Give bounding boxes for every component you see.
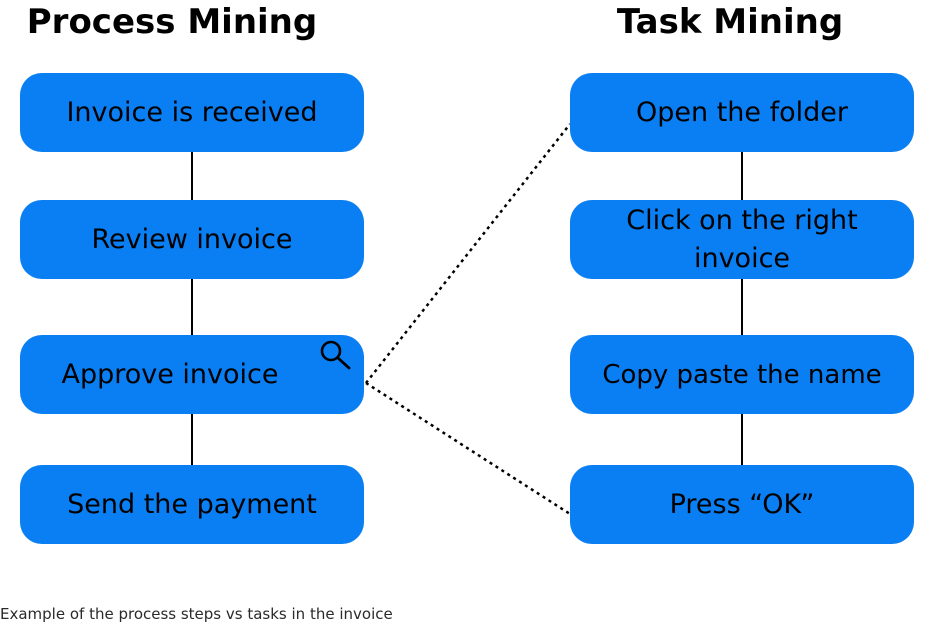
search-icon [320,340,351,370]
process-step-label: Invoice is received [66,96,318,128]
figure-caption: Example of the process steps vs tasks in… [0,605,393,623]
process-step-label: Send the payment [67,488,317,520]
process-step-label: Review invoice [91,223,293,255]
task-mining-heading: Task Mining [616,2,844,42]
task-step-3: Copy paste the name [570,335,914,414]
task-step-4: Press “OK” [570,465,914,544]
task-step-2: Click on the right invoice [570,200,914,279]
task-step-label: Open the folder [636,96,848,128]
process-step-4: Send the payment [20,465,364,544]
process-step-2: Review invoice [20,200,364,279]
process-step-label: Approve invoice [61,358,279,390]
process-step-1: Invoice is received [20,73,364,152]
process-step-3: Approve invoice [20,335,364,414]
task-step-label: Copy paste the name [602,359,882,390]
expansion-line-bottom [365,381,571,516]
task-step-label: Press “OK” [669,488,815,520]
task-step-label: Click on the right invoice [626,204,858,274]
task-step-1: Open the folder [570,73,914,152]
expansion-line-top [365,123,571,384]
process-mining-heading: Process Mining [26,2,318,42]
